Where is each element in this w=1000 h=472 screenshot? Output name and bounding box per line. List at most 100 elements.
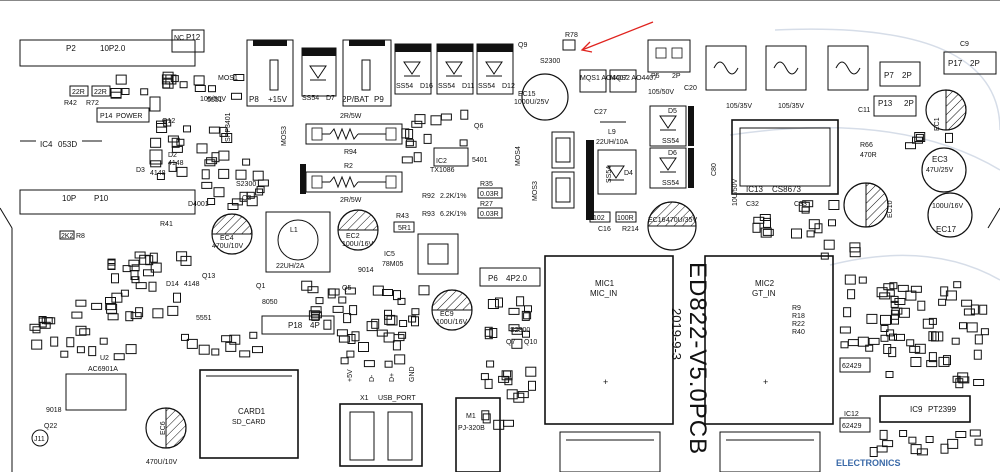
connector-p2: P2 10P2.0	[19, 39, 196, 67]
c32-c33-area: C32 C33	[746, 201, 807, 208]
smd-footprint	[201, 169, 210, 180]
x1-label: X1	[360, 395, 369, 402]
ic2-part: TX1086	[430, 167, 455, 174]
smd-footprint	[143, 269, 154, 277]
smd-footprint	[311, 313, 320, 321]
smd-footprint	[346, 350, 355, 358]
smd-footprint	[508, 324, 520, 332]
smd-footprint	[194, 85, 206, 92]
smd-footprint	[752, 222, 761, 233]
smd-footprint	[482, 413, 491, 424]
smd-footprint	[218, 150, 230, 161]
connector-p5: P5 2P 105/50V C20	[647, 39, 697, 96]
smd-footprint	[961, 299, 973, 307]
diode-d7: SS54 D7	[301, 47, 337, 102]
smd-footprint	[398, 331, 407, 339]
p13-type: 2P	[904, 99, 914, 108]
smd-footprint	[242, 158, 251, 166]
cap-ec10: EC10	[843, 182, 894, 228]
ic9-label: IC9	[910, 405, 923, 414]
smd-footprint	[966, 322, 978, 333]
cap-ec3: EC3 47U/25V	[921, 147, 967, 193]
u2-part: AC6901A	[88, 366, 118, 373]
d4-label: D4	[624, 170, 633, 177]
usb-pin-gnd: GND	[409, 366, 416, 382]
smd-footprint	[211, 348, 220, 356]
val-105-35v-a: 105/35V	[726, 103, 752, 110]
r92-val: 2.2K/1%	[440, 193, 466, 200]
smd-footprint	[256, 186, 265, 194]
smd-footprint	[106, 303, 118, 314]
smd-footprint	[524, 305, 532, 313]
smd-footprint	[32, 326, 41, 334]
smd-footprint	[218, 168, 230, 179]
mos1-label: MOS1	[218, 75, 238, 82]
smd-footprint	[162, 78, 174, 89]
smd-footprint	[399, 320, 408, 327]
smd-footprint	[489, 328, 498, 338]
ec2-val: 100U/16V	[342, 241, 373, 248]
mic1-plus: +	[603, 377, 608, 387]
d4-ss54: SS54	[606, 166, 613, 183]
p10-type: 10P	[62, 194, 76, 203]
d2-label: D2	[168, 152, 177, 159]
r43-label: R43	[396, 213, 409, 220]
smd-footprint	[255, 188, 264, 196]
smd-footprint	[233, 74, 245, 81]
smd-footprint	[105, 303, 117, 311]
smd-footprint	[231, 92, 242, 100]
q10-label: Q10	[524, 339, 537, 346]
ec16-val: 470U/35V	[666, 217, 697, 224]
smd-footprint	[328, 288, 340, 296]
p12-label: P12	[186, 33, 201, 42]
q13-label: Q13	[202, 273, 215, 280]
watermark-arcs	[729, 28, 1000, 281]
smd-footprint	[110, 88, 122, 98]
smd-footprint	[376, 329, 388, 337]
l1-val: 22UH/2A	[276, 263, 305, 270]
p2-label: P2	[66, 44, 76, 53]
smd-footprint	[179, 81, 188, 89]
smd-footprint	[130, 270, 139, 280]
smd-footprint	[943, 355, 951, 366]
d3-label: D3	[136, 167, 145, 174]
smd-footprint	[156, 173, 165, 180]
val-105-50v-a: 105/50V	[200, 96, 226, 103]
smd-footprint	[156, 123, 168, 133]
ic5-part: 78M05	[382, 261, 404, 268]
r2-val: 2R/5W	[340, 197, 362, 204]
ec10-val: 100U/16V	[932, 203, 963, 210]
q9-area: Q9 S2300 R78	[518, 32, 578, 65]
smd-footprint	[171, 145, 183, 153]
p7-type: 2P	[902, 71, 912, 80]
d16-ss54: SS54	[396, 83, 413, 90]
connector-p18: P18 4P	[261, 315, 335, 335]
smd-footprint	[382, 289, 393, 296]
d7-ss54: SS54	[302, 95, 319, 102]
smd-footprint	[503, 419, 514, 427]
smd-footprint	[113, 353, 125, 361]
ec16-label: EC16	[648, 217, 666, 224]
smd-footprint	[393, 290, 401, 301]
p7-label: P7	[884, 71, 894, 80]
c27-label: C27	[594, 109, 607, 116]
smd-footprint	[308, 310, 320, 321]
smd-footprint	[880, 314, 891, 325]
sd-card-slot: CARD1 SD_CARD	[199, 369, 299, 459]
smd-footprint	[938, 298, 947, 306]
smd-footprint	[219, 126, 228, 137]
smd-footprint	[31, 339, 43, 350]
q7-label: Q7	[506, 339, 515, 346]
smd-footprint	[401, 128, 410, 139]
s5401: 5401	[472, 157, 488, 164]
smd-footprint	[480, 373, 489, 381]
q3-area: S2300 Q3 MOS3	[236, 126, 288, 202]
smd-footprint	[970, 304, 979, 315]
cap-c80: 10U/50V C80	[711, 163, 739, 206]
val-62429-a: 62429	[842, 363, 862, 370]
l1-label: L1	[290, 227, 298, 234]
ic9-part: PT2399	[928, 405, 957, 414]
smd-footprint	[423, 133, 432, 144]
r66-val: 470R	[860, 152, 877, 159]
u2-label: U2	[100, 355, 109, 362]
